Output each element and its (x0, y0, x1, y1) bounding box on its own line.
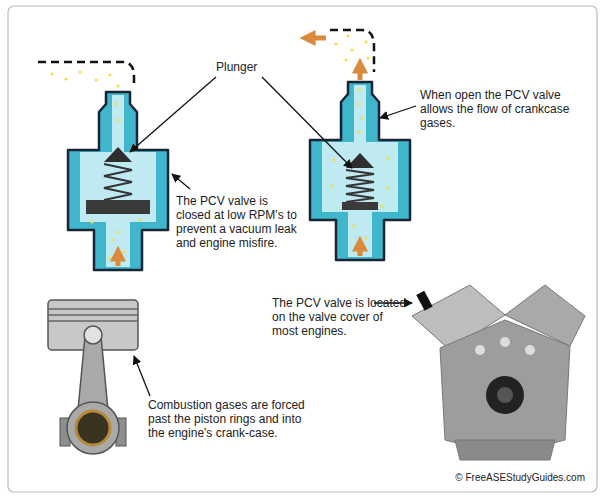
engine-illustration-part (455, 440, 555, 460)
pcv-valve-open-part-part (364, 236, 367, 239)
gas-particles-part (334, 42, 337, 45)
engine-illustration-part (500, 337, 510, 347)
gas-particles-part (344, 58, 347, 61)
pcv-valve-closed-part (80, 95, 156, 267)
leader-arrows-part (130, 77, 216, 152)
pcv-valve-open-part-part (330, 184, 333, 187)
pcv-valve-open-part-part (380, 204, 383, 207)
piston-illustration-part (48, 320, 138, 322)
pcv-valve-closed-part-part (90, 220, 93, 223)
part-label: Plunger (216, 60, 286, 74)
pcv-valve-open-part (346, 170, 374, 202)
pcv-valve-closed-part-part (114, 102, 117, 105)
leader-arrows-part (380, 106, 416, 118)
pcv-valve-open-part-part (386, 156, 389, 159)
pcv-valve-closed-part (86, 200, 150, 214)
pcv-valve-closed-part-part (116, 118, 119, 121)
callout-note: The PCV valve is located on the valve co… (272, 296, 407, 338)
pcv-valve-open-part (322, 85, 398, 257)
engine-illustration-part (475, 345, 485, 355)
flow-arrow (358, 64, 363, 80)
leader-arrows-part (262, 77, 352, 168)
gas-particles (50, 70, 119, 87)
pcv-valve-open-part-part (386, 186, 389, 189)
pcv-valve-closed-part (68, 92, 168, 270)
gas-particles-part (78, 70, 81, 73)
gas-particles (334, 34, 369, 61)
hose-outline (38, 62, 134, 88)
engine-illustration-part (440, 320, 570, 455)
watermark: © FreeASEStudyGuides.com (385, 472, 585, 484)
leader-arrows (130, 77, 416, 396)
piston-illustration (48, 300, 138, 454)
pcv-valve-open-part (342, 202, 378, 210)
frame-border (8, 6, 597, 492)
gas-particles-part (108, 73, 111, 76)
engine-illustration-part (416, 291, 432, 311)
pcv-valve-closed-part-part (116, 230, 119, 233)
gas-particles-part (346, 34, 349, 37)
pcv-valve-open-part (330, 88, 389, 249)
piston-illustration-part (78, 336, 108, 410)
engine-illustration-part (497, 387, 513, 403)
pcv-valve-open (310, 82, 410, 260)
pcv-valve-closed-part (90, 102, 141, 259)
pcv-valve-closed-part (116, 252, 121, 266)
piston-illustration-part (48, 308, 138, 310)
piston-illustration-part (48, 314, 138, 316)
pcv-valve-closed-part (104, 147, 132, 162)
pcv-valve-open-part-part (358, 88, 361, 91)
pcv-valve-open-part-part (357, 130, 360, 133)
gas-particles-part (350, 48, 353, 51)
piston-illustration-part (48, 300, 138, 350)
pcv-valve-closed-part-part (122, 250, 125, 253)
pcv-valve-open-part-part (352, 224, 355, 227)
gas-particles-part (366, 56, 369, 59)
gas-particles-part (116, 84, 119, 87)
pcv-valve-closed (68, 92, 168, 270)
pcv-valve-open-part (310, 82, 410, 260)
pcv-valve-open-part-part (356, 102, 359, 105)
gas-particles-part (94, 78, 97, 81)
pcv-valve-open-part-part (360, 116, 363, 119)
gas-particles-part (64, 77, 67, 80)
piston-illustration-part (84, 326, 102, 344)
pcv-valve-closed-part-part (138, 218, 141, 221)
pcv-valve-closed-part (104, 164, 132, 200)
leader-arrows-part (172, 174, 190, 189)
pcv-valve-open-part (358, 242, 363, 256)
pcv-valve-closed-part-part (110, 238, 113, 241)
flow-arrow (306, 36, 326, 41)
gas-particles-part (364, 40, 367, 43)
callout-note: When open the PCV valve allows the flow … (420, 88, 585, 130)
piston-illustration-part (67, 402, 119, 454)
pcv-valve-closed-part-part (108, 256, 111, 259)
pcv-valve-open-part-part (332, 158, 335, 161)
callout-note: The PCV valve is closed at low RPM's to … (176, 194, 304, 250)
engine-illustration-part (525, 345, 535, 355)
callout-note: Combustion gases are forced past the pis… (148, 398, 320, 440)
gas-particles-part (50, 72, 53, 75)
hose-outline (330, 30, 374, 72)
leader-arrows-part (134, 356, 150, 396)
piston-illustration-part (76, 411, 110, 445)
engine-illustration (412, 285, 585, 460)
engine-illustration-part (486, 376, 524, 414)
